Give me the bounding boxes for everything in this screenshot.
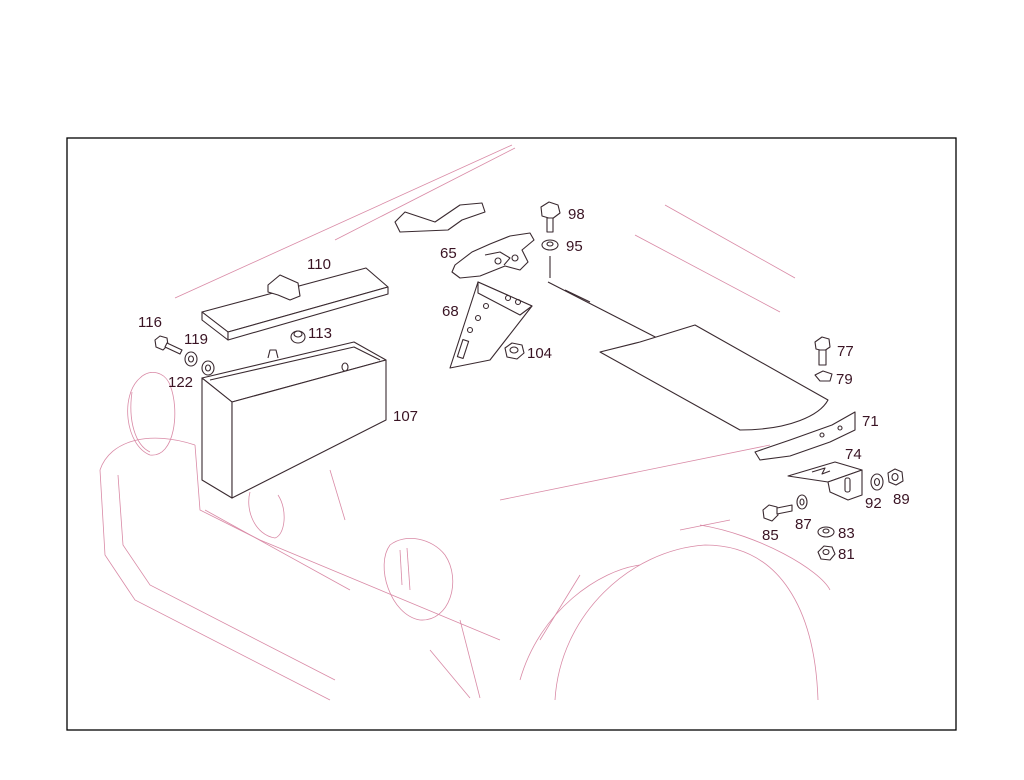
callout-116: 116	[138, 314, 162, 331]
callout-65: 65	[440, 245, 457, 262]
part-98-bolt[interactable]	[540, 201, 561, 233]
callout-122: 122	[168, 374, 193, 391]
part-119-washer[interactable]	[184, 351, 198, 367]
callout-74: 74	[845, 446, 862, 463]
callout-71: 71	[862, 413, 879, 430]
callout-92: 92	[865, 495, 882, 512]
callout-85: 85	[762, 527, 779, 544]
part-85-bolt[interactable]	[762, 504, 793, 522]
part-79-clip[interactable]	[814, 370, 833, 382]
callout-89: 89	[893, 491, 910, 508]
callout-119: 119	[184, 331, 208, 348]
hood-stay-rod	[547, 281, 666, 343]
callout-107: 107	[393, 408, 418, 425]
callout-104: 104	[527, 345, 552, 362]
callout-83: 83	[838, 525, 855, 542]
part-116-bolt[interactable]	[154, 335, 183, 355]
part-122-washer[interactable]	[201, 360, 215, 376]
callout-77: 77	[837, 343, 854, 360]
hood-release-handle	[394, 202, 486, 233]
part-77-bolt[interactable]	[814, 336, 831, 366]
callout-81: 81	[838, 546, 855, 563]
callout-113: 113	[308, 325, 332, 342]
diagram-frame	[66, 137, 957, 731]
callout-87: 87	[795, 516, 812, 533]
vehicle-ghost-outline	[99, 144, 831, 701]
callout-labels: 116 119 122 110 113 107 65 98 95 68 104 …	[138, 206, 910, 563]
callout-98: 98	[568, 206, 585, 223]
hood-plate	[599, 324, 829, 431]
part-71-trim[interactable]	[754, 411, 856, 461]
part-68-bracket[interactable]	[449, 281, 533, 369]
callout-110: 110	[307, 256, 331, 273]
part-83-washer[interactable]	[817, 526, 835, 538]
callout-79: 79	[836, 371, 853, 388]
part-87-washer[interactable]	[796, 494, 808, 510]
part-65-latch[interactable]	[451, 232, 535, 279]
part-74-bracket[interactable]	[787, 461, 863, 501]
part-92-washer[interactable]	[870, 473, 884, 491]
part-107-battery-box[interactable]	[201, 341, 387, 499]
part-89-nut[interactable]	[887, 468, 904, 486]
part-113-grommet[interactable]	[290, 330, 306, 344]
part-110-cover-panel[interactable]	[201, 267, 389, 341]
callout-95: 95	[566, 238, 583, 255]
part-95-washer[interactable]	[541, 239, 559, 251]
part-104-nut[interactable]	[504, 342, 525, 360]
part-81-nut[interactable]	[817, 545, 836, 561]
callout-68: 68	[442, 303, 459, 320]
